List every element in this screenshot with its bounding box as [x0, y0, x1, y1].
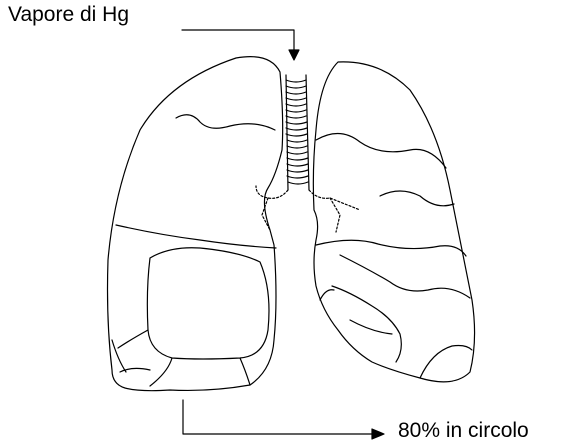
right-lung — [313, 62, 474, 382]
circulation-arrow — [183, 400, 384, 439]
left-lung — [108, 57, 283, 391]
circulation-percentage-label: 80% in circolo — [398, 420, 529, 441]
inhalation-arrow — [182, 30, 299, 60]
mercury-vapor-label: Vapore di Hg — [8, 4, 129, 25]
trachea — [256, 75, 360, 232]
